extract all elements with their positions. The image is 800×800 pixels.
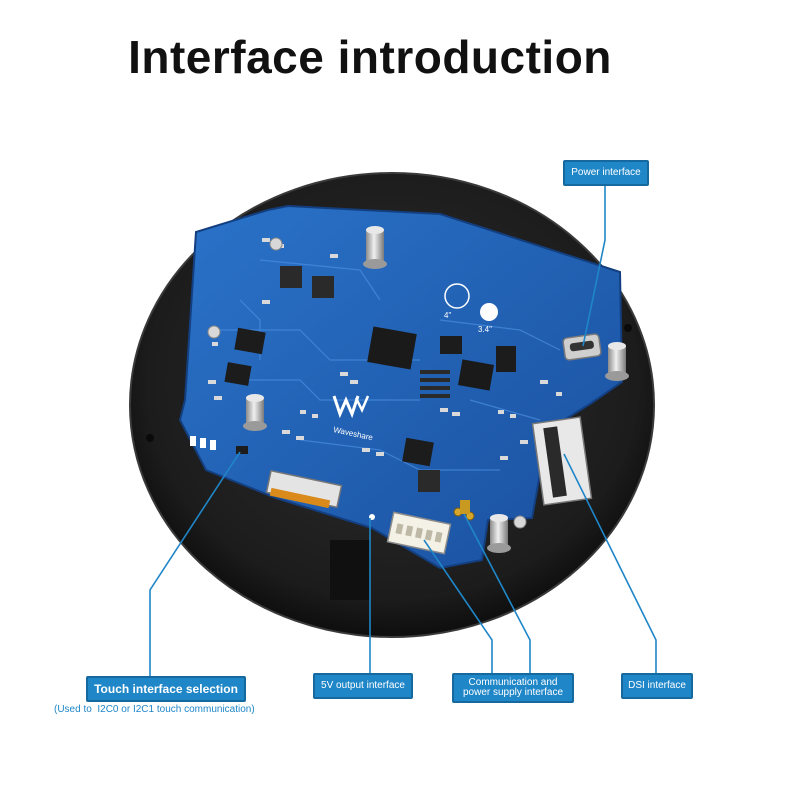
size-mark-circle — [480, 303, 498, 321]
note-i2c1: I2C1 — [132, 704, 155, 715]
dsi-interface-label: DSI interface — [621, 673, 693, 699]
communication-power-interface-label: Communication and power supply interface — [452, 673, 574, 703]
comm-header-pins — [395, 523, 443, 543]
chip — [234, 327, 266, 355]
fpc-cable — [269, 487, 331, 509]
leader-touch — [149, 451, 241, 676]
main-chip — [367, 326, 417, 370]
waveshare-logo-icon — [332, 395, 370, 419]
chip — [457, 359, 495, 391]
5v-output-pin-stem — [460, 500, 470, 514]
pcb-mount-hole — [269, 237, 283, 251]
power-interface-label: Power interface — [563, 160, 649, 186]
size-mark-circle — [444, 283, 470, 309]
touch-select-pad — [236, 446, 248, 454]
pcb-mount-hole — [207, 325, 221, 339]
standoff-post — [487, 514, 511, 553]
display-window — [330, 540, 370, 600]
usb-c-port — [569, 340, 594, 352]
chip — [440, 336, 462, 354]
leader-power — [582, 186, 606, 347]
size-mark-4: 4" — [444, 311, 451, 320]
comm-label-line1: Communication and — [468, 676, 558, 688]
inductor — [280, 266, 302, 288]
disc-hole — [624, 324, 632, 332]
inductor — [418, 470, 440, 492]
touch-select-pad — [200, 438, 206, 448]
page-title: Interface introduction — [128, 31, 612, 83]
chip — [402, 437, 434, 467]
note-prefix: (Used to — [54, 704, 92, 715]
leader-lines — [149, 186, 657, 676]
pcb-mount-hole — [513, 515, 527, 529]
note-or: or — [121, 704, 131, 715]
inductor — [312, 276, 334, 298]
touch-selection-note: (Used to I2C0 or I2C1 touch communicatio… — [54, 704, 255, 715]
5v-output-interface-label: 5V output interface — [313, 673, 413, 699]
size-mark-3-4: 3.4" — [478, 325, 492, 334]
touch-interface-selection-label: Touch interface selection — [86, 676, 246, 702]
note-i2c0: I2C0 — [97, 704, 119, 715]
note-suffix: touch communication) — [156, 704, 255, 715]
header-pins — [420, 370, 450, 398]
touch-select-pad — [210, 440, 216, 450]
leader-comm-2 — [463, 513, 531, 673]
standoff-post — [243, 394, 267, 431]
standoff-post — [363, 226, 387, 269]
disc-hole — [146, 434, 154, 442]
comm-label-line2: power supply interface — [462, 687, 564, 698]
standoff-post — [605, 342, 629, 381]
touch-select-pad — [190, 436, 196, 446]
dsi-connector-slot — [543, 426, 567, 498]
leader-dsi — [563, 453, 657, 673]
chip — [496, 346, 516, 372]
leader-comm-1 — [423, 539, 493, 673]
chip — [224, 362, 252, 386]
disc-rim — [129, 172, 655, 638]
